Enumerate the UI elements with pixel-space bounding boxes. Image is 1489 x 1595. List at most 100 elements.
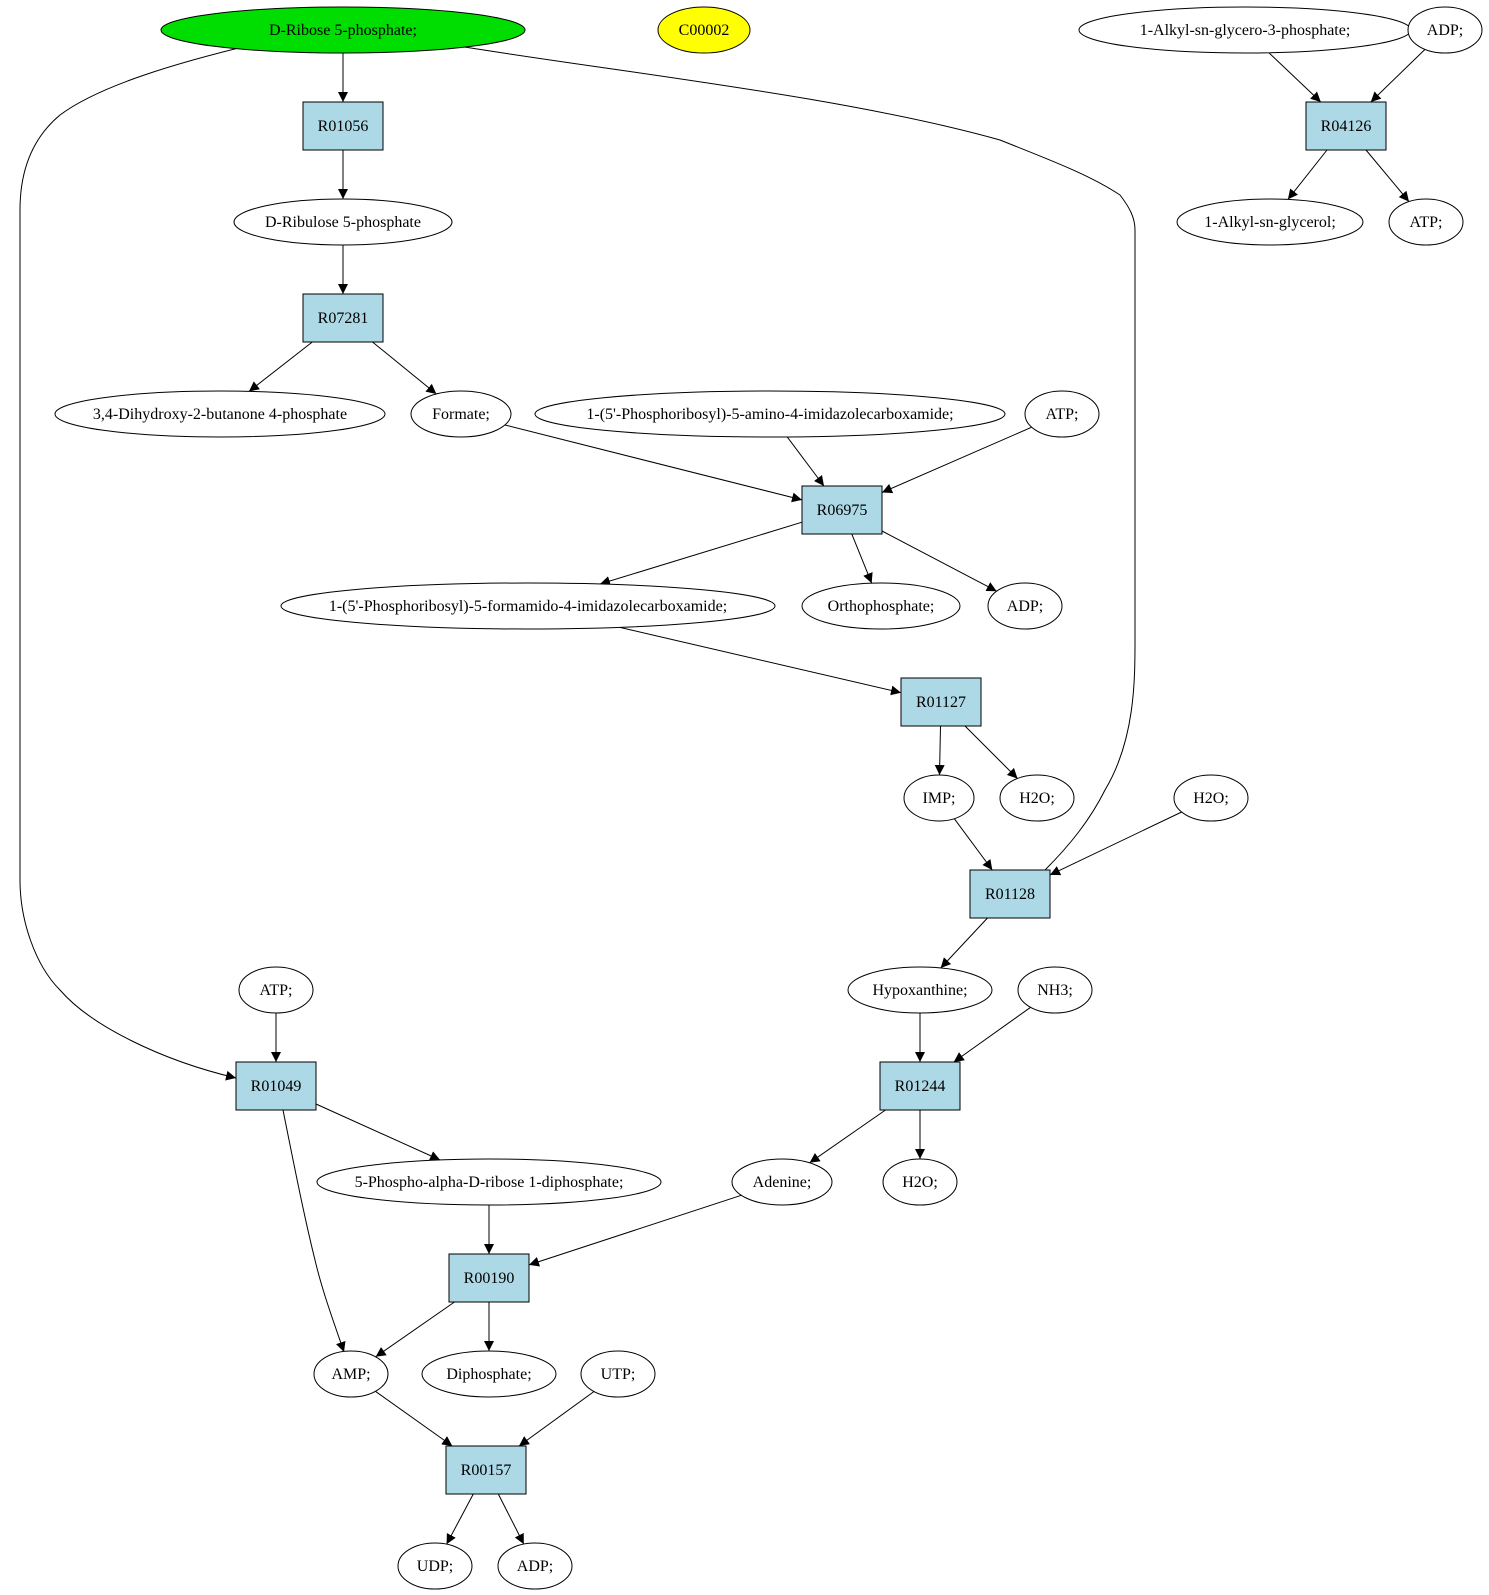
compound-ellipse xyxy=(882,1158,958,1206)
edge-r_R01128-to-c_ribose5p_top xyxy=(439,39,1136,871)
compound-ellipse xyxy=(233,198,453,246)
edge-layer xyxy=(19,39,1426,1545)
node-label: R01056 xyxy=(318,118,369,135)
edge-c_adenine-to-r_R00190 xyxy=(528,1194,742,1267)
compound-node-c_atp_1: ATP; xyxy=(1388,198,1464,246)
compound-node-c_adp_1: ADP; xyxy=(1407,6,1483,54)
compound-ellipse xyxy=(1017,966,1093,1014)
node-label: R00190 xyxy=(464,1270,515,1287)
compound-ellipse xyxy=(54,390,386,438)
compound-ellipse xyxy=(160,6,526,54)
compound-node-c_h2o_1: H2O; xyxy=(999,774,1075,822)
compound-ellipse xyxy=(316,1158,662,1206)
reaction-box xyxy=(969,869,1051,919)
compound-node-c_imp: IMP; xyxy=(903,774,975,822)
compound-node-c_ribulose5p: D-Ribulose 5-phosphate xyxy=(233,198,453,246)
reaction-node-r_R01049: R01049 xyxy=(235,1061,317,1111)
node-label: 3,4-Dihydroxy-2-butanone 4-phosphate xyxy=(93,406,347,423)
node-label: R01128 xyxy=(985,886,1035,903)
node-label: UDP; xyxy=(417,1558,453,1575)
compound-ellipse xyxy=(280,582,776,630)
edge-r_R01128-to-c_hypoxanthine xyxy=(940,917,988,969)
node-label: C00002 xyxy=(679,22,730,39)
reaction-node-r_R01128: R01128 xyxy=(969,869,1051,919)
compound-ellipse xyxy=(1024,390,1100,438)
edge-r_R00190-to-c_amp xyxy=(375,1301,455,1358)
node-label: 5-Phospho-alpha-D-ribose 1-diphosphate; xyxy=(355,1174,624,1191)
reaction-box xyxy=(235,1061,317,1111)
compound-node-c_formate: Formate; xyxy=(410,390,512,438)
compound-ellipse xyxy=(731,1158,833,1206)
node-label: Hypoxanthine; xyxy=(872,982,967,999)
compound-ellipse xyxy=(801,582,961,630)
compound-node-c_h2o_3: H2O; xyxy=(882,1158,958,1206)
node-label: ATP; xyxy=(1410,214,1443,231)
edge-c_h2o_2-to-r_R01128 xyxy=(1049,811,1182,876)
edge-r_R04126-to-c_atp_1 xyxy=(1365,149,1410,202)
compound-node-c_adenine: Adenine; xyxy=(731,1158,833,1206)
compound-ellipse xyxy=(421,1350,557,1398)
compound-ellipse xyxy=(1407,6,1483,54)
node-label: D-Ribose 5-phosphate; xyxy=(269,22,417,39)
compound-ellipse xyxy=(1388,198,1464,246)
node-label: R06975 xyxy=(817,502,868,519)
node-label: H2O; xyxy=(1019,790,1055,807)
node-label: NH3; xyxy=(1037,982,1073,999)
edge-c_atp_2-to-r_R06975 xyxy=(881,426,1032,494)
compound-node-c_alkylg3p: 1-Alkyl-sn-glycero-3-phosphate; xyxy=(1078,6,1412,54)
reaction-box xyxy=(302,293,384,343)
compound-node-c_nh3: NH3; xyxy=(1017,966,1093,1014)
edge-r_R01049-to-c_prpp xyxy=(315,1103,441,1161)
compound-node-c_aicar: 1-(5'-Phosphoribosyl)-5-amino-4-imidazol… xyxy=(534,390,1006,438)
node-label: R01244 xyxy=(895,1078,946,1095)
node-label: ATP; xyxy=(1046,406,1079,423)
node-label: 1-(5'-Phosphoribosyl)-5-amino-4-imidazol… xyxy=(586,406,953,423)
edge-r_R00157-to-c_adp_3 xyxy=(497,1493,525,1545)
reaction-box xyxy=(900,677,982,727)
node-label: ATP; xyxy=(260,982,293,999)
compound-ellipse xyxy=(987,582,1063,630)
compound-ellipse xyxy=(410,390,512,438)
node-label: UTP; xyxy=(601,1366,636,1383)
compound-node-c_c00002: C00002 xyxy=(657,6,751,54)
compound-node-c_prpp: 5-Phospho-alpha-D-ribose 1-diphosphate; xyxy=(316,1158,662,1206)
reaction-box xyxy=(801,485,883,535)
reaction-box xyxy=(445,1445,527,1495)
edge-r_R01127-to-c_h2o_1 xyxy=(964,725,1018,779)
reaction-box xyxy=(879,1061,961,1111)
reaction-node-r_R00190: R00190 xyxy=(448,1253,530,1303)
edge-c_adp_1-to-r_R04126 xyxy=(1370,49,1426,103)
edge-r_R01244-to-c_adenine xyxy=(809,1109,886,1164)
reaction-box xyxy=(448,1253,530,1303)
node-label: H2O; xyxy=(902,1174,938,1191)
compound-node-c_adp_3: ADP; xyxy=(497,1542,573,1590)
compound-node-c_utp: UTP; xyxy=(580,1350,656,1398)
compound-node-c_amp: AMP; xyxy=(313,1350,389,1398)
compound-node-c_orthophosphate: Orthophosphate; xyxy=(801,582,961,630)
compound-ellipse xyxy=(534,390,1006,438)
node-label: 1-Alkyl-sn-glycero-3-phosphate; xyxy=(1140,22,1351,39)
compound-ellipse xyxy=(497,1542,573,1590)
edge-c_alkylg3p-to-r_R04126 xyxy=(1268,52,1322,103)
edge-r_R06975-to-c_adp_2 xyxy=(881,530,997,592)
node-label: AMP; xyxy=(331,1366,370,1383)
node-layer: D-Ribose 5-phosphate; C00002 1-Alkyl-sn-gl… xyxy=(54,6,1483,1590)
edge-r_R04126-to-c_alkylglycerol xyxy=(1287,149,1328,200)
reaction-box xyxy=(302,101,384,151)
node-label: R04126 xyxy=(1321,118,1372,135)
compound-ellipse xyxy=(238,966,314,1014)
compound-node-c_diphosphate: Diphosphate; xyxy=(421,1350,557,1398)
compound-ellipse xyxy=(397,1542,473,1590)
compound-ellipse xyxy=(657,6,751,54)
edge-c_utp-to-r_R00157 xyxy=(518,1391,595,1447)
compound-ellipse xyxy=(313,1350,389,1398)
node-label: Formate; xyxy=(432,406,490,423)
compound-ellipse xyxy=(847,966,993,1014)
compound-ellipse xyxy=(999,774,1075,822)
reaction-node-r_R04126: R04126 xyxy=(1305,101,1387,151)
edge-r_R06975-to-c_orthophosphate xyxy=(851,533,873,584)
compound-node-c_udp: UDP; xyxy=(397,1542,473,1590)
node-label: D-Ribulose 5-phosphate xyxy=(265,214,421,231)
edge-c_amp-to-r_R00157 xyxy=(375,1390,453,1447)
